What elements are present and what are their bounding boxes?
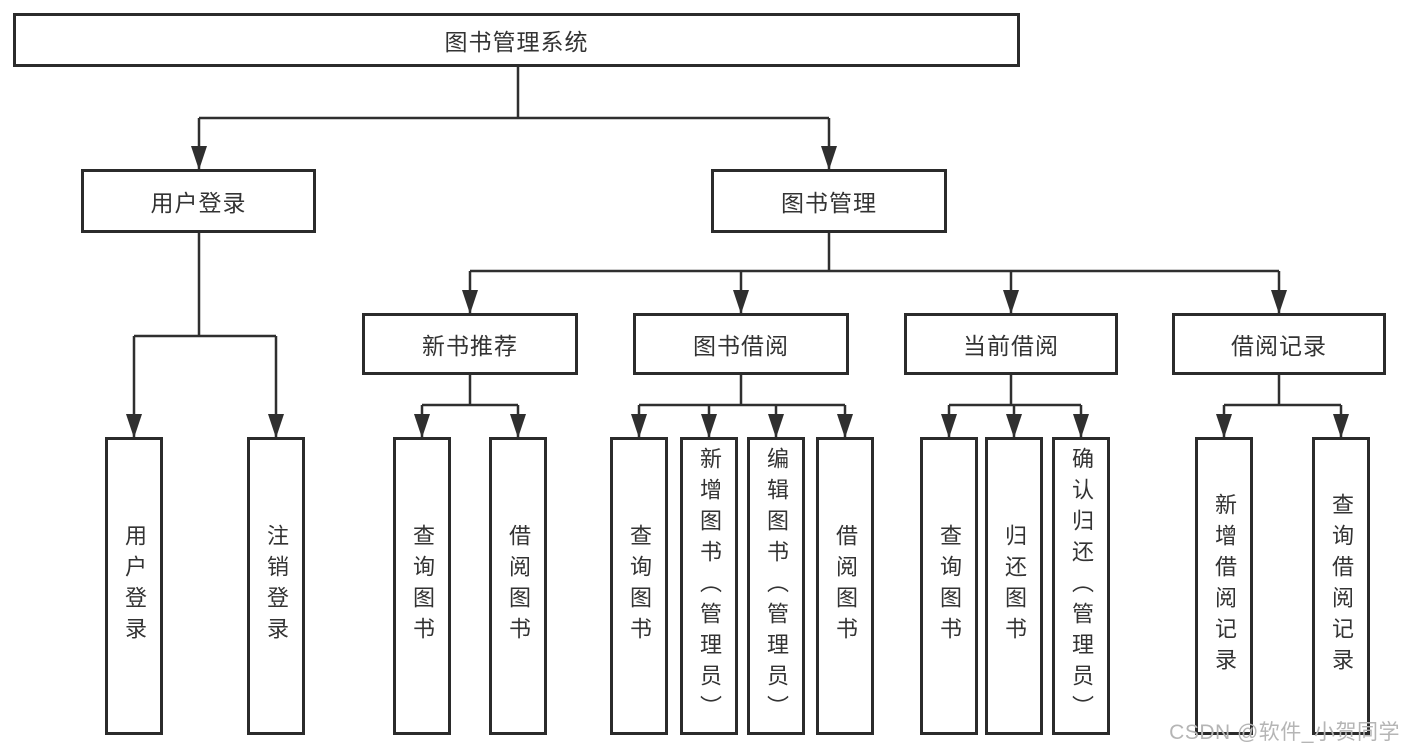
node-label: 借阅记录	[1231, 333, 1327, 359]
node-label: 编辑图书（管理员）	[764, 446, 789, 726]
edge-user-login-trunk	[134, 232, 276, 338]
node-label: 用户登录	[150, 190, 247, 216]
node-label: 归还图书	[1002, 524, 1027, 648]
node-label: 借阅图书	[506, 524, 531, 648]
leaf-borrow-borrow-books: 借阅图书	[816, 437, 874, 735]
node-label: 借阅图书	[833, 524, 858, 648]
edge-new-book-trunk	[422, 374, 518, 407]
node-label: 用户登录	[122, 524, 147, 648]
node-label: 确认归还（管理员）	[1069, 446, 1094, 726]
node-library-management-system: 图书管理系统	[13, 13, 1020, 67]
leaf-records-add-record: 新增借阅记录	[1195, 437, 1253, 735]
leaf-current-query-books: 查询图书	[920, 437, 978, 735]
leaf-borrow-query-books: 查询图书	[610, 437, 668, 735]
node-label: 新书推荐	[422, 333, 518, 359]
leaf-current-confirm-return-admin: 确认归还（管理员）	[1052, 437, 1110, 735]
node-book-management: 图书管理	[711, 169, 947, 233]
csdn-watermark: CSDN @软件_小贺同学	[1169, 721, 1400, 744]
leaf-borrow-add-books-admin: 新增图书（管理员）	[680, 437, 738, 735]
edge-borrow-records-trunk	[1224, 374, 1341, 407]
edge-book-borrow-trunk	[639, 374, 845, 407]
node-label: 查询图书	[627, 524, 652, 648]
leaf-logout: 注销登录	[247, 437, 305, 735]
leaf-newbook-borrow-books: 借阅图书	[489, 437, 547, 735]
node-label: 图书管理	[781, 190, 877, 216]
node-label: 图书管理系统	[444, 29, 589, 55]
node-label: 注销登录	[264, 524, 289, 648]
leaf-newbook-query-books: 查询图书	[393, 437, 451, 735]
leaf-borrow-edit-books-admin: 编辑图书（管理员）	[747, 437, 805, 735]
node-label: 当前借阅	[963, 333, 1059, 359]
node-label: 新增图书（管理员）	[697, 446, 722, 726]
node-label: 新增借阅记录	[1212, 493, 1237, 679]
edge-root-trunk	[199, 67, 829, 120]
node-new-book-recommend: 新书推荐	[362, 313, 578, 375]
node-label: 查询借阅记录	[1329, 493, 1354, 679]
node-label: 查询图书	[410, 524, 435, 648]
node-book-borrow: 图书借阅	[633, 313, 849, 375]
node-user-login: 用户登录	[81, 169, 316, 233]
leaf-user-login: 用户登录	[105, 437, 163, 735]
leaf-records-query-record: 查询借阅记录	[1312, 437, 1370, 735]
node-label: 图书借阅	[693, 333, 789, 359]
edge-current-borrow-trunk	[949, 374, 1081, 407]
node-label: 查询图书	[937, 524, 962, 648]
leaf-current-return-books: 归还图书	[985, 437, 1043, 735]
node-current-borrow: 当前借阅	[904, 313, 1118, 375]
node-borrow-records: 借阅记录	[1172, 313, 1386, 375]
edge-book-management-trunk	[470, 232, 1279, 273]
